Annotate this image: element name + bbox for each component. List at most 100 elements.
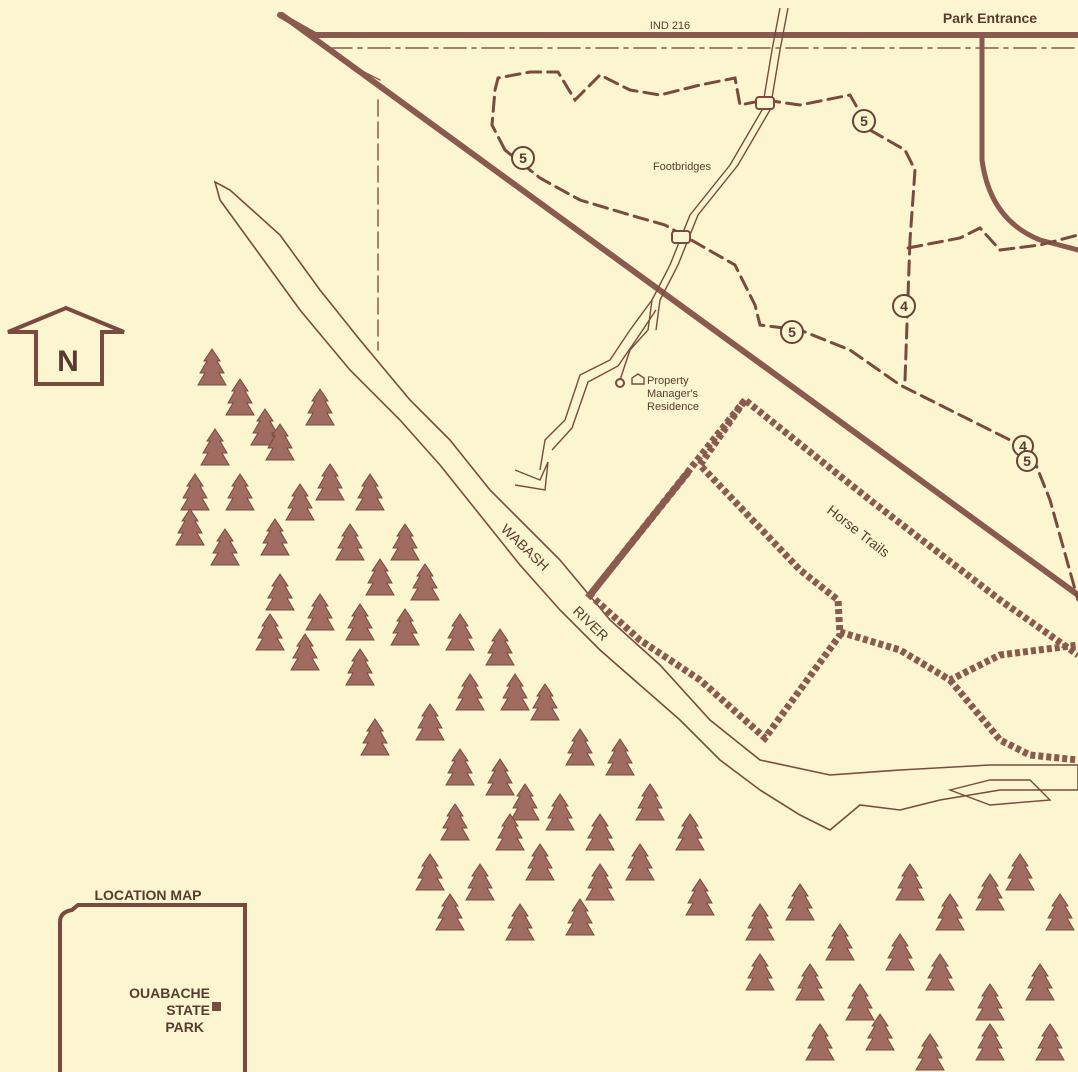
tree-icon [225,378,255,416]
svg-text:5: 5 [519,150,527,166]
tree-icon [355,473,385,511]
tree-icon [200,428,230,466]
property-label-line2: Manager's [647,388,699,400]
park-location-marker [212,1002,221,1011]
trail-marker: 5 [852,109,876,133]
tree-icon [685,878,715,916]
tree-icon [915,1033,945,1071]
location-park-line3: PARK [165,1019,204,1035]
property-label-line1: Property [647,375,689,387]
tree-icon [225,473,255,511]
tree-icon [255,613,285,651]
property-label-line3: Residence [647,401,699,413]
svg-text:4: 4 [1019,438,1027,454]
tree-icon [975,1023,1005,1061]
tree-icon [1005,853,1035,891]
trail-markers: 5 5 5 4 4 5 [511,109,1038,472]
tree-icon [625,843,655,881]
tree-icon [415,853,445,891]
tree-icon [785,883,815,921]
location-park-line2: STATE [166,1002,210,1018]
trail-connector [906,226,1078,252]
tree-icon [605,738,635,776]
tree-icon [530,683,560,721]
forest [175,348,1075,1071]
tree-icon [975,873,1005,911]
north-arrow-icon: N [7,305,125,386]
tree-icon [585,813,615,851]
location-park-line1: OUABACHE [129,985,210,1001]
property-residence: Property Manager's Residence [615,373,699,413]
tree-icon [445,613,475,651]
tree-icon [390,523,420,561]
tree-icon [485,758,515,796]
tree-icon [175,508,205,546]
trail-5-south [503,148,1078,602]
creeks [539,7,789,471]
svg-text:5: 5 [860,113,868,129]
tree-icon [635,783,665,821]
tree-icon [745,903,775,941]
tree-icon [455,673,485,711]
tree-icon [925,953,955,991]
tree-icon [795,963,825,1001]
footbridges-label: Footbridges [653,161,712,173]
tree-icon [1035,1023,1065,1061]
trail-marker: 5 [511,146,535,170]
tree-icon [585,863,615,901]
road-label: IND 216 [650,20,690,32]
tree-icon [197,348,227,386]
tree-icon [365,558,395,596]
tree-icon [805,1023,835,1061]
svg-text:5: 5 [788,324,796,340]
tree-icon [525,843,555,881]
tree-icon [845,983,875,1021]
trail-marker: 4 [892,294,916,318]
tree-icon [565,728,595,766]
house-icon [631,373,645,385]
tree-icon [1025,963,1055,1001]
tree-icon [1045,893,1075,931]
tree-icon [495,813,525,851]
tree-icon [265,423,295,461]
tree-icon [505,903,535,941]
svg-text:4: 4 [900,298,908,314]
horse-trails-label: Horse Trails [824,502,893,561]
tree-icon [410,563,440,601]
tree-icon [435,893,465,931]
tree-icon [565,898,595,936]
tree-icon [345,603,375,641]
tree-icon [305,593,335,631]
tree-icon [390,608,420,646]
trail-marker: 5 [1016,450,1038,472]
tree-icon [885,933,915,971]
tree-icon [345,648,375,686]
tree-icon [360,718,390,756]
park-entrance-label: Park Entrance [943,10,1037,26]
north-label: N [57,345,79,378]
tree-icon [305,388,335,426]
roads [277,12,1078,598]
location-map-title: LOCATION MAP [94,887,201,903]
tree-icon [865,1013,895,1051]
tree-icon [675,813,705,851]
tree-icon [210,528,240,566]
tree-icon [545,793,575,831]
tree-icon [290,633,320,671]
tree-icon [440,803,470,841]
tree-icon [260,518,290,556]
tree-icon [935,893,965,931]
tree-icon [485,628,515,666]
tree-icon [265,573,295,611]
trail-marker: 5 [780,320,804,344]
location-map-inset: LOCATION MAP OUABACHE STATE PARK [58,887,247,1072]
tree-icon [825,923,855,961]
tree-icon [465,863,495,901]
tree-icon [445,748,475,786]
tree-icon [975,983,1005,1021]
tree-icon [895,863,925,901]
tree-icon [745,953,775,991]
svg-text:5: 5 [1023,453,1031,469]
tree-icon [285,483,315,521]
